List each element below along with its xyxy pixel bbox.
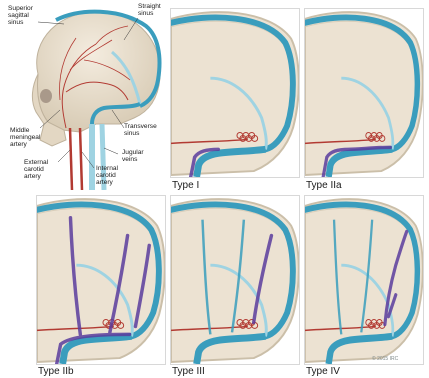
panel-type-1 — [170, 8, 300, 178]
panel-type-2b — [36, 195, 166, 365]
caption-type-4: Type IV — [306, 367, 340, 377]
panel-type-4 — [304, 195, 424, 365]
label-straight-sinus: Straight sinus — [138, 4, 161, 18]
copyright-text: © 2015 IRC — [372, 356, 398, 362]
type-2b-illustration — [37, 196, 165, 364]
label-transverse-sinus: Transverse sinus — [124, 124, 157, 138]
anatomy-panel: Superior sagittal sinus Straight sinus M… — [0, 0, 166, 190]
caption-type-2a: Type IIa — [306, 181, 342, 191]
label-internal-carotid-artery: Internal carotid artery — [96, 166, 118, 187]
type-4-illustration — [305, 196, 423, 364]
type-2a-illustration — [305, 9, 423, 177]
type-3-illustration — [171, 196, 299, 364]
caption-type-2b: Type IIb — [38, 367, 74, 377]
panel-type-2a — [304, 8, 424, 178]
label-external-carotid-artery: External carotid artery — [24, 160, 48, 181]
panel-type-3 — [170, 195, 300, 365]
caption-type-1: Type I — [172, 181, 199, 191]
label-middle-meningeal-artery: Middle meningeal artery — [10, 128, 40, 149]
caption-type-3: Type III — [172, 367, 205, 377]
label-jugular-veins: Jugular veins — [122, 150, 144, 164]
type-1-illustration — [171, 9, 299, 177]
label-superior-sagittal-sinus: Superior sagittal sinus — [8, 6, 33, 27]
